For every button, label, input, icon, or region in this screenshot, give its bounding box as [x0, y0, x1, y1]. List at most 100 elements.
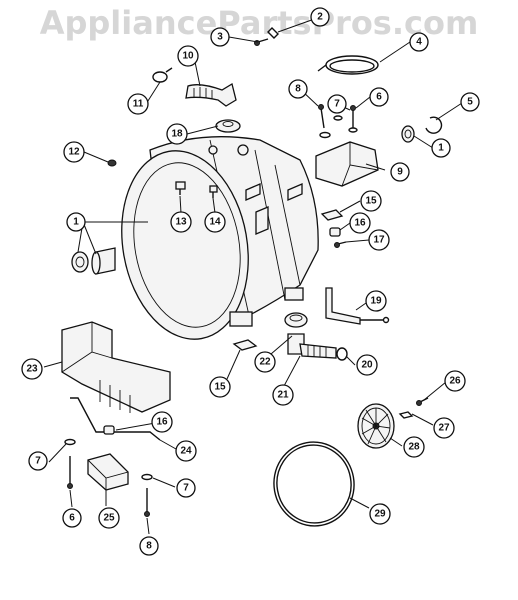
- callout-9: 9: [390, 162, 410, 182]
- svg-text:5: 5: [467, 97, 473, 108]
- svg-text:22: 22: [259, 357, 271, 368]
- callout-28: 28: [403, 436, 425, 458]
- svg-text:1: 1: [438, 143, 444, 154]
- svg-text:21: 21: [277, 390, 289, 401]
- svg-text:11: 11: [133, 99, 144, 110]
- svg-text:10: 10: [182, 51, 194, 62]
- callout-19: 19: [365, 290, 387, 312]
- svg-text:8: 8: [146, 541, 152, 552]
- connector-part-22: [284, 312, 308, 355]
- svg-text:6: 6: [69, 513, 75, 524]
- screw-part-17: [334, 241, 347, 248]
- callout-7-bottom-right: 7: [176, 478, 196, 498]
- svg-text:12: 12: [68, 147, 80, 158]
- svg-text:26: 26: [449, 376, 461, 387]
- callout-7-top: 7: [327, 94, 347, 114]
- callout-3: 3: [210, 27, 230, 47]
- callout-6-bottom: 6: [62, 508, 82, 528]
- tub-assembly: [121, 136, 319, 340]
- callout-17: 17: [368, 229, 390, 251]
- svg-text:7: 7: [334, 99, 340, 110]
- svg-text:29: 29: [374, 509, 386, 520]
- callout-4: 4: [409, 32, 429, 52]
- callout-8-bottom: 8: [139, 536, 159, 556]
- callout-16-lower: 16: [151, 411, 173, 433]
- callout-8-top: 8: [288, 79, 308, 99]
- svg-text:23: 23: [26, 364, 38, 375]
- washer-part-7a: [333, 105, 358, 133]
- base-duct-part-23: [61, 321, 171, 413]
- ring-part-5: [425, 116, 443, 134]
- washer-part-7c: [141, 473, 153, 481]
- bumper-part-16a: [329, 227, 341, 237]
- bumper-part-16b: [103, 425, 115, 435]
- seal-part-1a: [401, 125, 415, 143]
- svg-text:3: 3: [217, 32, 223, 43]
- svg-text:18: 18: [171, 129, 183, 140]
- callout-5: 5: [460, 92, 480, 112]
- callout-14: 14: [204, 211, 226, 233]
- svg-text:25: 25: [103, 513, 115, 524]
- svg-text:27: 27: [438, 423, 450, 434]
- callout-24: 24: [175, 440, 197, 462]
- svg-text:15: 15: [214, 382, 226, 393]
- screw-part-6b: [67, 456, 73, 489]
- pad-part-15a: [320, 209, 344, 221]
- callout-18: 18: [166, 123, 188, 145]
- svg-text:4: 4: [416, 37, 422, 48]
- callout-2: 2: [310, 7, 330, 27]
- rod-part-24: [70, 397, 161, 441]
- bolt-part-13: [175, 181, 186, 195]
- belt-part-29: [273, 441, 355, 527]
- callout-1-right: 1: [431, 138, 451, 158]
- duct-part-9: [315, 141, 379, 187]
- svg-text:9: 9: [397, 167, 403, 178]
- hose-part-10: [185, 82, 237, 107]
- callout-25: 25: [98, 507, 120, 529]
- callout-23: 23: [21, 358, 43, 380]
- callout-15-lower: 15: [209, 376, 231, 398]
- hose-part-19: [325, 287, 390, 325]
- washer-part-27: [398, 411, 414, 419]
- svg-text:1: 1: [73, 217, 79, 228]
- svg-text:2: 2: [317, 12, 323, 23]
- callout-21: 21: [272, 384, 294, 406]
- screw-part-8a: [318, 104, 331, 139]
- hose-part-4: [317, 55, 379, 75]
- block-part-25: [87, 453, 129, 491]
- svg-text:15: 15: [365, 196, 377, 207]
- bolt-part-14: [209, 185, 218, 198]
- grommet-part-18: [215, 119, 241, 133]
- screw-part-26: [416, 397, 429, 406]
- svg-text:14: 14: [209, 217, 221, 228]
- svg-text:24: 24: [180, 446, 192, 457]
- callout-13: 13: [170, 211, 192, 233]
- seal-part-1b: [71, 247, 116, 275]
- callout-16-right: 16: [349, 212, 371, 234]
- pad-part-15b: [232, 339, 258, 351]
- clip-part-2: [267, 27, 279, 39]
- callout-22: 22: [254, 351, 276, 373]
- svg-text:8: 8: [295, 84, 301, 95]
- callout-6-top: 6: [369, 87, 389, 107]
- callout-1-left: 1: [66, 212, 86, 232]
- svg-text:20: 20: [361, 360, 373, 371]
- screw-part-8b: [144, 488, 150, 517]
- callout-7-bottom-left: 7: [28, 451, 48, 471]
- hose-part-21: [299, 343, 337, 359]
- svg-text:16: 16: [156, 417, 168, 428]
- callout-11: 11: [127, 93, 149, 115]
- callout-12: 12: [63, 141, 85, 163]
- callout-15-right: 15: [360, 190, 382, 212]
- svg-text:7: 7: [183, 483, 189, 494]
- callout-29: 29: [369, 503, 391, 525]
- callout-20: 20: [356, 354, 378, 376]
- callout-10: 10: [177, 45, 199, 67]
- clamp-part-11: [152, 67, 173, 83]
- watermark-text: AppliancePartsPros.com: [39, 4, 479, 42]
- svg-text:13: 13: [175, 217, 187, 228]
- svg-text:19: 19: [370, 296, 382, 307]
- svg-text:7: 7: [35, 456, 41, 467]
- screw-part-12: [107, 159, 117, 167]
